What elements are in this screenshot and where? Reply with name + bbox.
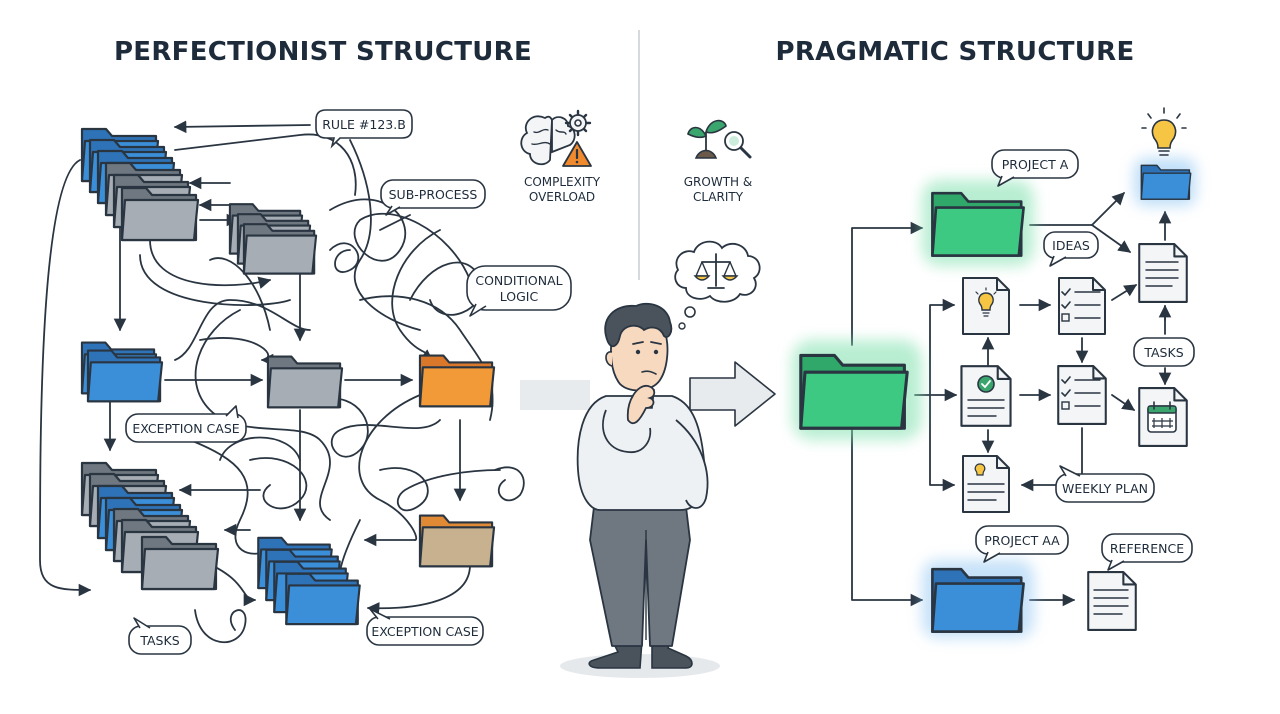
left-folder-orange bbox=[418, 354, 496, 408]
doc-top-right bbox=[1138, 242, 1188, 304]
left-folder-stack-1 bbox=[80, 127, 200, 242]
scales-icon bbox=[693, 253, 739, 289]
check-icon bbox=[977, 375, 995, 393]
label-reference: REFERENCE bbox=[1101, 533, 1193, 571]
doc-checklist-top bbox=[1057, 276, 1107, 336]
left-folder-stack-3 bbox=[80, 461, 220, 591]
brain-icon bbox=[520, 115, 576, 166]
person-hair bbox=[604, 302, 673, 348]
folder-icon bbox=[931, 191, 1025, 257]
doc-bottom-lightbulb bbox=[961, 454, 1011, 514]
person-shoe bbox=[588, 639, 643, 669]
person-shoe bbox=[651, 639, 693, 669]
doc-calendar bbox=[1138, 386, 1188, 448]
label-weekly-plan-text: WEEKLY PLAN bbox=[1062, 481, 1148, 496]
label-tasks-left: TASKS bbox=[128, 617, 192, 655]
label-project-aa: PROJECT AA bbox=[975, 525, 1069, 563]
thinking-person bbox=[560, 240, 761, 678]
label-exception-case-2-text: EXCEPTION CASE bbox=[371, 624, 478, 639]
doc-reference bbox=[1087, 570, 1137, 632]
label-tasks-right: TASKS bbox=[1133, 337, 1195, 367]
person-arm bbox=[602, 409, 652, 453]
label-weekly-plan: WEEKLY PLAN bbox=[1055, 465, 1155, 503]
right-folder-project-a bbox=[922, 180, 1034, 266]
document-icon bbox=[1087, 570, 1137, 632]
doc-lightbulb bbox=[961, 276, 1011, 336]
person-hand bbox=[626, 385, 656, 425]
lightbulb-icon bbox=[1141, 107, 1187, 156]
complexity-line-1: COMPLEXITY bbox=[524, 175, 601, 189]
right-folder-main bbox=[792, 340, 922, 440]
label-rule: RULE #123.B bbox=[315, 109, 413, 149]
magnifier-icon bbox=[724, 131, 752, 159]
label-rule-text: RULE #123.B bbox=[322, 117, 406, 132]
growth-line-2: CLARITY bbox=[693, 190, 744, 204]
complexity-line-2: OVERLOAD bbox=[529, 190, 595, 204]
left-folder-stack-4 bbox=[257, 536, 361, 626]
left-folder-gray-center bbox=[266, 355, 344, 409]
folder-icon bbox=[1140, 164, 1192, 200]
folder-icon bbox=[140, 535, 220, 591]
folder-icon bbox=[285, 572, 361, 626]
label-tasks-left-text: TASKS bbox=[139, 633, 179, 648]
label-project-a: PROJECT A bbox=[991, 149, 1079, 187]
person-legs bbox=[589, 489, 691, 647]
growth-line-1: GROWTH & bbox=[684, 175, 752, 189]
left-folder-stack-2 bbox=[228, 203, 318, 275]
thought-bubble bbox=[674, 240, 761, 330]
lightbulb-icon bbox=[974, 463, 986, 476]
label-conditional-text-2: LOGIC bbox=[500, 289, 539, 304]
center-arrow-left bbox=[520, 380, 590, 410]
left-folder-tan bbox=[418, 514, 496, 568]
complexity-overload: COMPLEXITY OVERLOAD bbox=[520, 109, 601, 204]
label-conditional-text-1: CONDITIONAL bbox=[475, 273, 562, 288]
right-folder-top bbox=[1134, 158, 1196, 206]
right-connectors bbox=[851, 192, 1172, 607]
label-ideas-text: IDEAS bbox=[1052, 238, 1090, 253]
warning-icon bbox=[562, 141, 592, 167]
person-arm bbox=[675, 419, 709, 509]
label-project-aa-text: PROJECT AA bbox=[984, 533, 1060, 548]
label-reference-text: REFERENCE bbox=[1110, 541, 1184, 556]
label-ideas: IDEAS bbox=[1043, 231, 1099, 267]
document-icon bbox=[1138, 242, 1188, 304]
folder-icon bbox=[242, 223, 318, 275]
sprout-icon bbox=[687, 119, 727, 159]
center-arrow-right bbox=[689, 361, 776, 427]
label-exception-case-2: EXCEPTION CASE bbox=[366, 608, 484, 646]
label-sub-process-text: SUB-PROCESS bbox=[389, 187, 478, 202]
left-folder-blue-mid bbox=[80, 341, 164, 403]
document-icon bbox=[960, 365, 1012, 427]
left-title: PERFECTIONIST STRUCTURE bbox=[114, 37, 532, 67]
folder-icon bbox=[799, 353, 909, 430]
growth-clarity: GROWTH & CLARITY bbox=[684, 119, 752, 204]
right-title: PRAGMATIC STRUCTURE bbox=[775, 37, 1134, 67]
lightbulb-icon bbox=[978, 292, 994, 311]
right-folder-project-aa bbox=[922, 560, 1034, 638]
label-sub-process: SUB-PROCESS bbox=[380, 179, 486, 216]
label-project-a-text: PROJECT A bbox=[1002, 157, 1069, 172]
label-exception-case-1: EXCEPTION CASE bbox=[125, 405, 247, 443]
folder-icon bbox=[120, 186, 200, 242]
label-conditional-logic: CONDITIONAL LOGIC bbox=[466, 265, 572, 317]
label-tasks-right-text: TASKS bbox=[1143, 345, 1183, 360]
folder-icon bbox=[86, 349, 164, 403]
gear-icon bbox=[564, 109, 592, 137]
doc-checklist-mid bbox=[1057, 364, 1107, 426]
folder-icon bbox=[931, 567, 1025, 633]
label-exception-case-1-text: EXCEPTION CASE bbox=[132, 421, 239, 436]
doc-check-circle bbox=[960, 365, 1012, 427]
